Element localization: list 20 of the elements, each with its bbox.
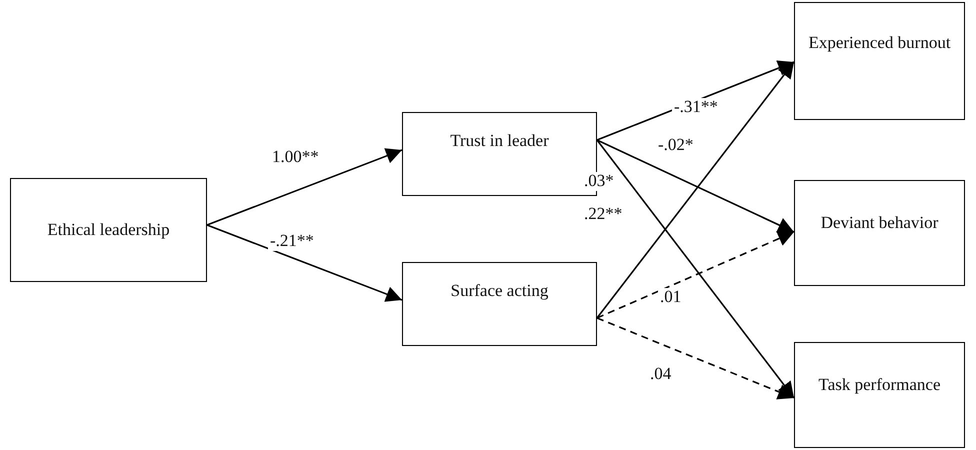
variable-name: Ethical leadership [47, 219, 170, 241]
variable-name: Surface acting [450, 280, 548, 302]
variable-box [10, 178, 207, 282]
variable-box [794, 2, 965, 120]
variable-name: Trust in leader [450, 130, 549, 152]
arrow [596, 231, 794, 319]
arrow [206, 148, 402, 226]
variable-name: Task performance [818, 374, 940, 396]
path-coefficient: -.21** [268, 232, 316, 251]
variable-name: Experienced burnout [808, 32, 951, 54]
arrow [206, 224, 402, 302]
arrow [596, 317, 794, 400]
arrow [596, 140, 795, 398]
variable-box [794, 180, 965, 286]
variable-name: Deviant behavior [820, 212, 938, 234]
variable-box [402, 262, 597, 346]
path-coefficient: .03* [582, 172, 616, 191]
variable-box [794, 342, 965, 448]
arrow [596, 139, 794, 233]
arrow [596, 62, 795, 318]
